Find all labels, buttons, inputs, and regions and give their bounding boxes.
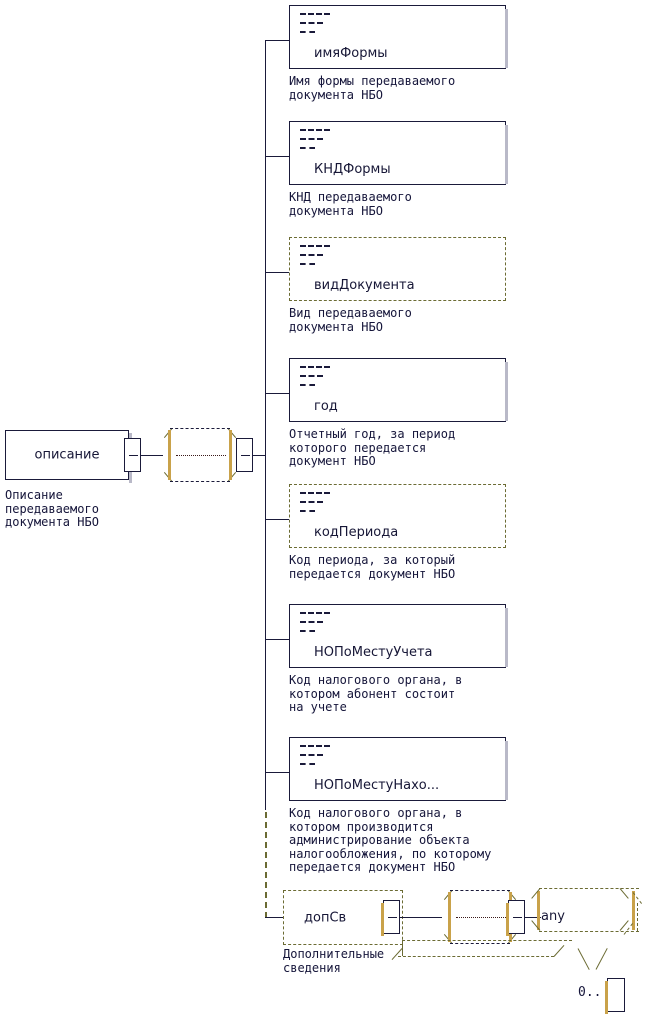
repeat-lower-left-edge (402, 940, 403, 956)
any-collapse-stub[interactable] (506, 900, 525, 936)
element-name-2: видДокумента (314, 278, 415, 293)
tree-spine-solid (265, 40, 266, 810)
element-box-0[interactable]: имяФормы (289, 5, 508, 69)
any-frame-top-dash (539, 888, 639, 889)
seq-bottom-dash (170, 481, 230, 482)
sequence-to-tree-line (253, 455, 266, 456)
box-shadow-right-5 (505, 608, 508, 667)
element-box-6[interactable]: НОПоМестуНахо... (289, 737, 508, 801)
root-element-caption: Описание передаваемого документа НБО (5, 488, 99, 529)
sequence-collapse-stub[interactable] (236, 438, 253, 472)
element-caption-3: Отчетный год, за период которого передае… (289, 427, 456, 468)
branch-line-5 (265, 639, 289, 640)
occurrence-box-accent (605, 981, 608, 1014)
seq-left-edge (168, 430, 171, 480)
branch-line-7 (265, 917, 289, 918)
branch-line-4 (265, 519, 289, 520)
text-lines-glyph-4 (300, 492, 360, 519)
repeat-lower-bl (391, 948, 403, 960)
branch-line-6 (265, 772, 289, 773)
box-shadow-right-1 (505, 125, 508, 184)
any-frame-right-edge (632, 891, 635, 930)
dopsv-to-sequence-line (400, 917, 442, 918)
element-caption-2: Вид передаваемого документа НБО (289, 306, 412, 334)
root-collapse-stub[interactable] (124, 438, 141, 472)
root-to-sequence-line (141, 455, 163, 456)
element-caption-7: Дополнительные сведения (283, 947, 385, 975)
root-element-box[interactable]: описание (5, 430, 129, 480)
text-lines-glyph-3 (300, 366, 360, 393)
occurrence-label: 0.. (578, 985, 602, 1000)
element-name-6: НОПоМестуНахо... (314, 778, 440, 793)
element-name-3: год (314, 399, 338, 414)
dopsv-stub-accent (381, 903, 384, 936)
sequence-compositor[interactable] (160, 424, 240, 486)
dopsv-seq-dot-line (456, 917, 506, 918)
root-element-label: описание (34, 447, 100, 463)
box-shadow-right-6 (505, 741, 508, 800)
seq-dot-line (176, 455, 226, 456)
branch-line-1 (265, 156, 289, 157)
element-box-2[interactable]: видДокумента (289, 237, 506, 301)
element-box-1[interactable]: КНДФормы (289, 121, 508, 185)
text-lines-glyph-5 (300, 612, 360, 639)
element-name-0: имяФормы (314, 46, 388, 61)
element-caption-6: Код налогового органа, в котором произво… (289, 806, 492, 874)
occurrence-value-box[interactable] (605, 978, 625, 1014)
element-name-7: допСв (304, 910, 347, 925)
text-lines-glyph-0 (300, 13, 360, 40)
sequence-to-any-line (525, 917, 541, 918)
text-lines-glyph-6 (300, 745, 360, 772)
branch-line-2 (265, 272, 289, 273)
any-wildcard-label: any (541, 909, 565, 924)
element-name-1: КНДФормы (314, 162, 391, 177)
branch-line-3 (265, 393, 289, 394)
box-shadow-right-0 (505, 9, 508, 68)
dopsv-collapse-stub[interactable] (381, 900, 400, 936)
any-wildcard-frame[interactable] (527, 884, 643, 954)
branch-line-0 (265, 40, 289, 41)
text-lines-glyph-1 (300, 129, 360, 156)
repeat-bracket-right-edge (637, 903, 638, 931)
any-frame-left-edge (537, 891, 540, 930)
repeat-lower-bottom (398, 956, 554, 957)
element-caption-4: Код периода, за который передается докум… (289, 553, 456, 581)
dopsv-seq-left-edge (448, 892, 451, 942)
text-lines-glyph-2 (300, 245, 360, 272)
seq-right-edge (229, 430, 232, 480)
dopsv-seq-bottom-dash (450, 943, 510, 944)
element-caption-0: Имя формы передаваемого документа НБО (289, 74, 456, 102)
tree-spine-dashed (265, 812, 267, 918)
seq-top-dash (170, 428, 230, 429)
dopsv-seq-top-dash (450, 890, 510, 891)
element-name-4: кодПериода (314, 525, 399, 540)
repeat-lower-top (402, 940, 572, 941)
element-box-5[interactable]: НОПоМестуУчета (289, 604, 508, 668)
any-stub-accent (506, 903, 509, 936)
element-box-4[interactable]: кодПериода (289, 484, 506, 548)
element-name-5: НОПоМестуУчета (314, 645, 433, 660)
box-shadow-right-3 (505, 362, 508, 421)
element-caption-1: КНД передаваемого документа НБО (289, 190, 412, 218)
element-box-3[interactable]: год (289, 358, 508, 422)
any-frame-bottom-dash (539, 931, 639, 932)
element-caption-5: Код налогового органа, в котором абонент… (289, 673, 463, 714)
